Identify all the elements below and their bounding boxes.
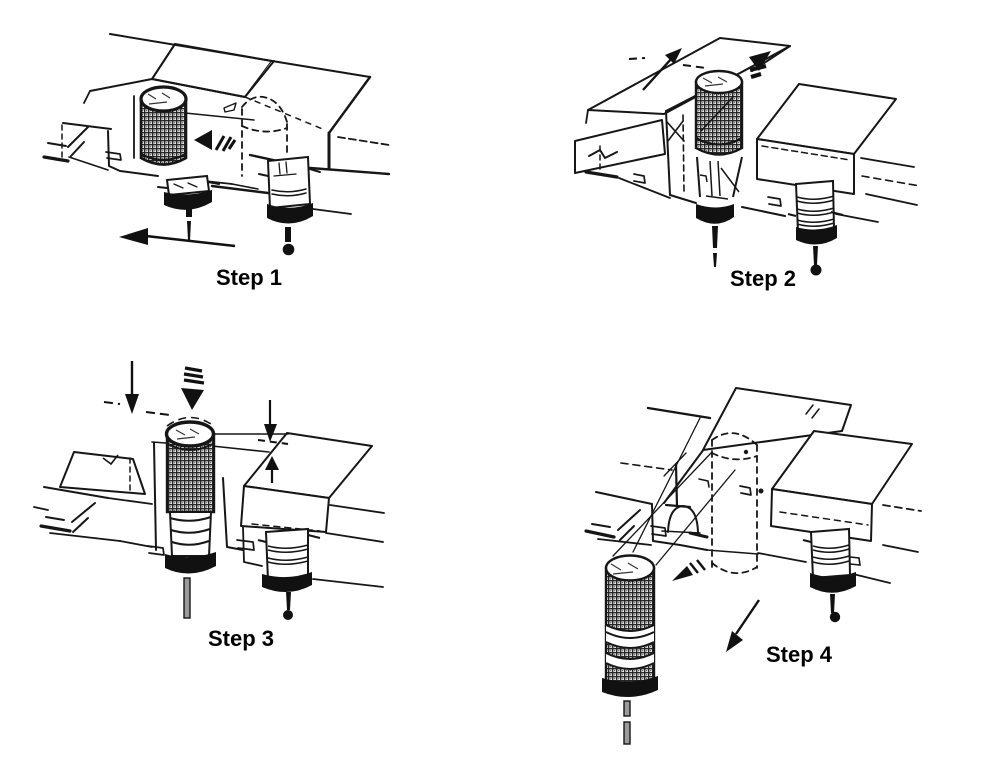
svg-text:Step 3: Step 3 bbox=[208, 626, 274, 651]
svg-text:Step 1: Step 1 bbox=[216, 265, 282, 290]
svg-text:Step 2: Step 2 bbox=[730, 266, 796, 291]
svg-text:Step 4: Step 4 bbox=[766, 642, 833, 667]
